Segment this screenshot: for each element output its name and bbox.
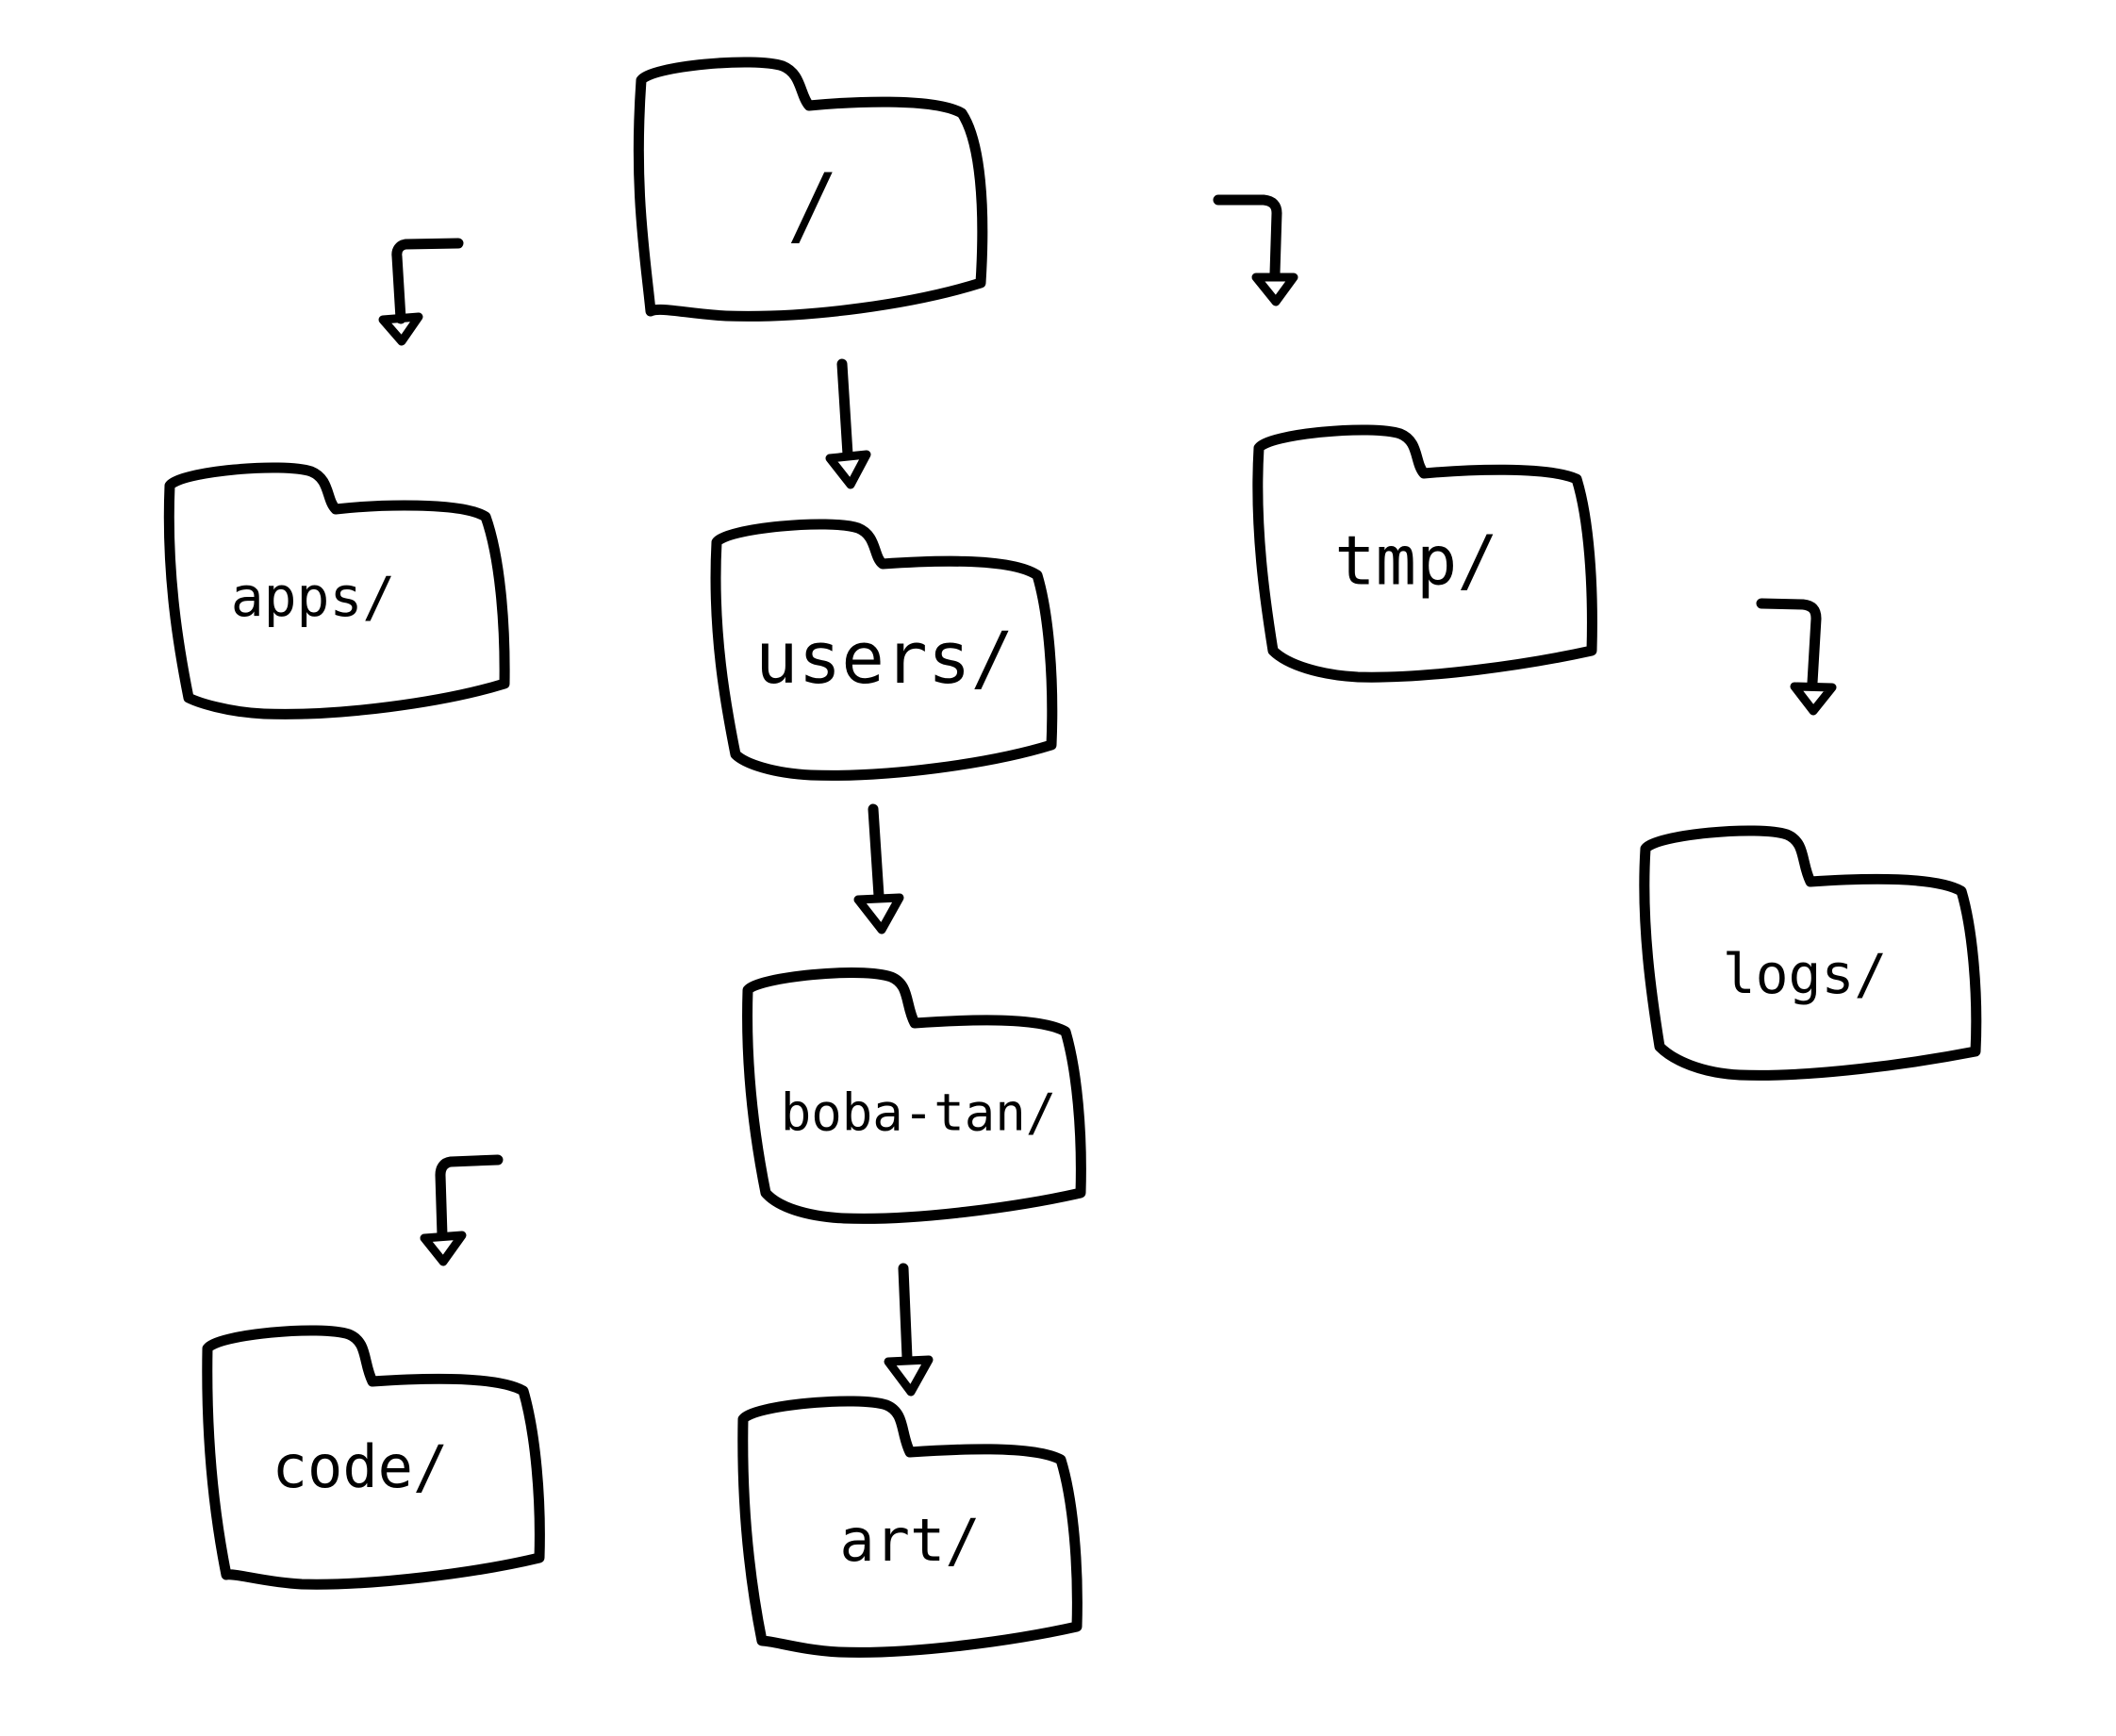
arrow-root-to-users xyxy=(825,358,871,489)
folder-apps-icon xyxy=(163,462,510,719)
arrow-head xyxy=(825,450,871,489)
folder-users[interactable]: users/ xyxy=(710,519,1058,781)
arrow-shaft xyxy=(435,1154,504,1241)
folder-apps[interactable]: apps/ xyxy=(163,462,510,719)
folder-logs-label: logs/ xyxy=(1723,942,1888,1006)
folder-logs[interactable]: logs/ xyxy=(1639,825,1982,1081)
folder-root-icon xyxy=(633,57,988,322)
folder-users-icon xyxy=(710,519,1058,781)
arrow-head xyxy=(884,1355,934,1397)
arrow-tmp-to-logs xyxy=(1756,598,1837,716)
folder-art-label: art/ xyxy=(839,1506,980,1575)
arrow-head xyxy=(1251,273,1298,306)
arrow-head xyxy=(853,893,904,934)
arrow-boba-tan-to-code xyxy=(420,1154,504,1266)
folder-users-label: users/ xyxy=(755,616,1015,700)
folder-tmp[interactable]: tmp/ xyxy=(1252,424,1597,683)
folder-boba-tan-icon xyxy=(742,967,1086,1224)
folder-code-label: code/ xyxy=(273,1432,449,1501)
folder-code-icon xyxy=(202,1325,545,1590)
folder-root-label: / xyxy=(786,155,838,256)
arrow-boba-tan-to-art xyxy=(884,1263,934,1397)
arrow-root-to-apps xyxy=(378,238,464,346)
folder-art-icon xyxy=(737,1396,1083,1658)
arrow-shaft xyxy=(836,358,853,460)
arrow-shaft xyxy=(868,803,884,901)
folder-tmp-label: tmp/ xyxy=(1334,521,1497,601)
arrow-head xyxy=(378,312,423,346)
folder-root[interactable]: / xyxy=(633,57,988,322)
arrow-shaft xyxy=(1213,194,1282,279)
arrow-shaft xyxy=(898,1263,913,1364)
arrow-head xyxy=(1790,682,1837,716)
folder-boba-tan[interactable]: boba-tan/ xyxy=(742,967,1086,1224)
arrow-users-to-boba-tan xyxy=(853,803,904,934)
arrow-shaft xyxy=(391,238,464,324)
folder-tmp-icon xyxy=(1252,424,1597,683)
arrow-shaft xyxy=(1756,598,1822,688)
folder-apps-label: apps/ xyxy=(231,565,396,629)
folder-logs-icon xyxy=(1639,825,1982,1081)
folder-boba-tan-label: boba-tan/ xyxy=(781,1083,1057,1143)
arrow-root-to-tmp xyxy=(1213,194,1298,306)
folder-code[interactable]: code/ xyxy=(202,1325,545,1590)
arrow-head xyxy=(420,1231,467,1266)
folder-art[interactable]: art/ xyxy=(737,1396,1083,1658)
